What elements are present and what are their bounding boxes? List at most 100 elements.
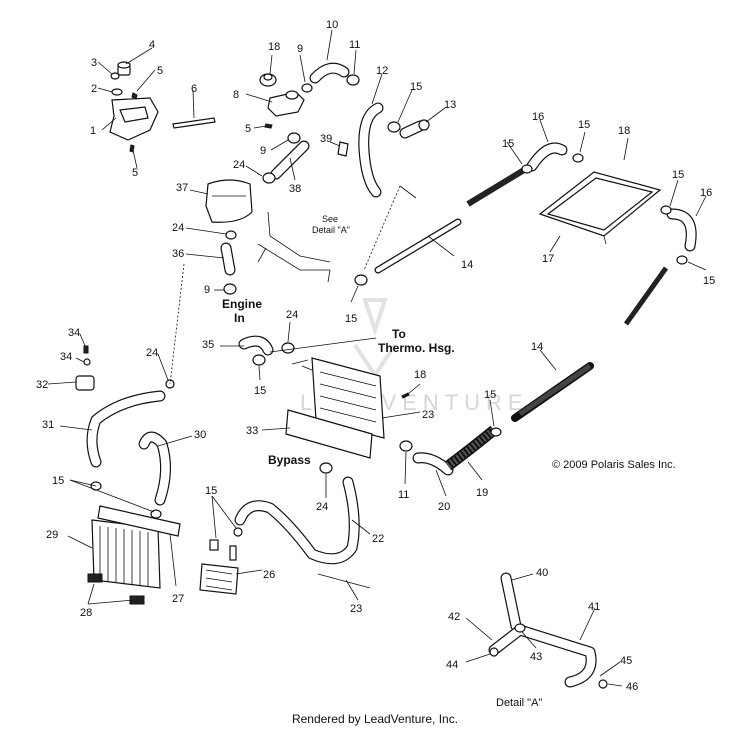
callout-36: 36: [172, 248, 184, 260]
part-34-screw: [83, 345, 89, 354]
part-15-clamp-b: [521, 164, 533, 174]
callout-29: 30: [194, 429, 206, 441]
callout-38: 38: [289, 183, 301, 195]
callout-9: 9: [204, 284, 210, 296]
callout-43: 43: [530, 651, 542, 663]
part-24-clamp-d: [319, 462, 333, 474]
callout-24: 24: [316, 501, 328, 513]
part-30-support: [285, 409, 373, 459]
part-15-clamp-h: [490, 427, 502, 437]
callout-23: 23: [350, 603, 362, 615]
callout-15: 15: [254, 385, 266, 397]
engine-in-label-2: In: [234, 311, 245, 325]
part-23-wire: [317, 573, 371, 589]
detail-a-label: Detail "A": [496, 697, 542, 709]
diagram-labels: See Detail "A" Engine In To Thermo. Hsg.…: [222, 214, 676, 709]
callout-45: 45: [620, 655, 632, 667]
part-14-rail-a: [466, 167, 526, 207]
callout-30: 33: [246, 425, 258, 437]
part-8-cap: [259, 73, 277, 87]
callout-15: 15: [52, 475, 64, 487]
callout-15: 15: [502, 138, 514, 150]
callout-32: 32: [36, 379, 48, 391]
part-12-hose: [358, 102, 384, 198]
part-15-clamp-d: [660, 205, 672, 215]
callout-15: 15: [703, 275, 715, 287]
callout-numbers: 4 3 2 5 1 5 6 18 9 8 5 9 10 11 12 15 13 …: [36, 19, 715, 693]
callout-14: 14: [531, 341, 543, 353]
part-1-bracket: [109, 97, 159, 141]
part-37-reservoir: [205, 179, 253, 223]
callout-8: 18: [268, 41, 280, 53]
callout-5: 5: [132, 167, 138, 179]
see-detail-label-2: Detail "A": [312, 225, 350, 235]
callout-18: 18: [414, 369, 426, 381]
callout-5: 5: [245, 123, 251, 135]
callout-5: 5: [157, 65, 163, 77]
callout-35: 35: [202, 339, 214, 351]
part-15-clamp-c: [572, 153, 584, 163]
callout-15: 15: [345, 313, 357, 325]
callout-15: 15: [672, 169, 684, 181]
callout-39: 39: [320, 133, 332, 145]
callout-15: 15: [205, 485, 217, 497]
part-9-clamp-c: [223, 283, 237, 295]
callout-24: 24: [172, 222, 184, 234]
part-13-elbow: [399, 119, 430, 139]
callout-13: 13: [444, 99, 456, 111]
callout-4: 4: [149, 39, 155, 51]
part-35-hose: [238, 335, 274, 356]
part-16-hose-a: [526, 142, 568, 172]
leader-lines: [47, 29, 707, 687]
copyright-text: © 2009 Polaris Sales Inc.: [552, 459, 676, 471]
callout-17: 17: [542, 253, 554, 265]
part-25-bracket: [199, 539, 239, 595]
callout-20: 20: [438, 501, 450, 513]
part-14-rail-b: [623, 266, 669, 326]
callout-28: 29: [46, 529, 58, 541]
callout-25: 26: [263, 569, 275, 581]
callout-16: 16: [532, 111, 544, 123]
part-7-housing: [267, 90, 305, 117]
part-29-hose: [138, 431, 171, 506]
part-18-screw-b: [401, 392, 410, 399]
callout-15: 15: [410, 81, 422, 93]
see-detail-label-1: See: [322, 214, 338, 224]
part-15-clamp-a: [387, 121, 401, 133]
callout-16: 16: [700, 187, 712, 199]
callout-3: 3: [91, 57, 97, 69]
footer-credit: Rendered by LeadVenture, Inc.: [291, 712, 459, 726]
callout-18: 18: [618, 125, 630, 137]
part-2-washer: [111, 88, 123, 96]
part-39-fitting: [337, 141, 349, 157]
callout-11: 11: [349, 39, 360, 51]
part-15-clamp-g: [252, 354, 266, 366]
callout-34: 34: [68, 327, 80, 339]
callout-24: 24: [233, 159, 245, 171]
part-16-hose-b: [666, 208, 697, 252]
to-thermo-label-1: To: [392, 327, 406, 341]
callout-40: 40: [536, 567, 548, 579]
part-14-hose-right: [511, 362, 594, 422]
callout-31: 31: [42, 419, 54, 431]
callout-2: 2: [91, 83, 97, 95]
callout-11: 11: [398, 489, 409, 501]
callout-10: 10: [326, 19, 338, 31]
callout-9: 9: [297, 43, 303, 55]
part-11-clamp-b: [399, 440, 413, 452]
part-38-hose: [270, 140, 310, 180]
part-4-cap: [117, 61, 131, 76]
callout-24: 24: [286, 309, 298, 321]
part-24-clamp-a: [262, 172, 276, 184]
callout-26: 27: [172, 593, 184, 605]
part-22-hose: [234, 476, 360, 565]
callout-6: 6: [191, 83, 197, 95]
callout-46: 46: [626, 681, 638, 693]
part-36-hose: [220, 242, 236, 276]
callout-7: 8: [233, 89, 239, 101]
engine-in-label-1: Engine: [222, 297, 262, 311]
detail-a-reference-bracket: [257, 211, 331, 283]
part-15-clamp-f: [354, 274, 368, 286]
callout-37: 37: [176, 182, 188, 194]
